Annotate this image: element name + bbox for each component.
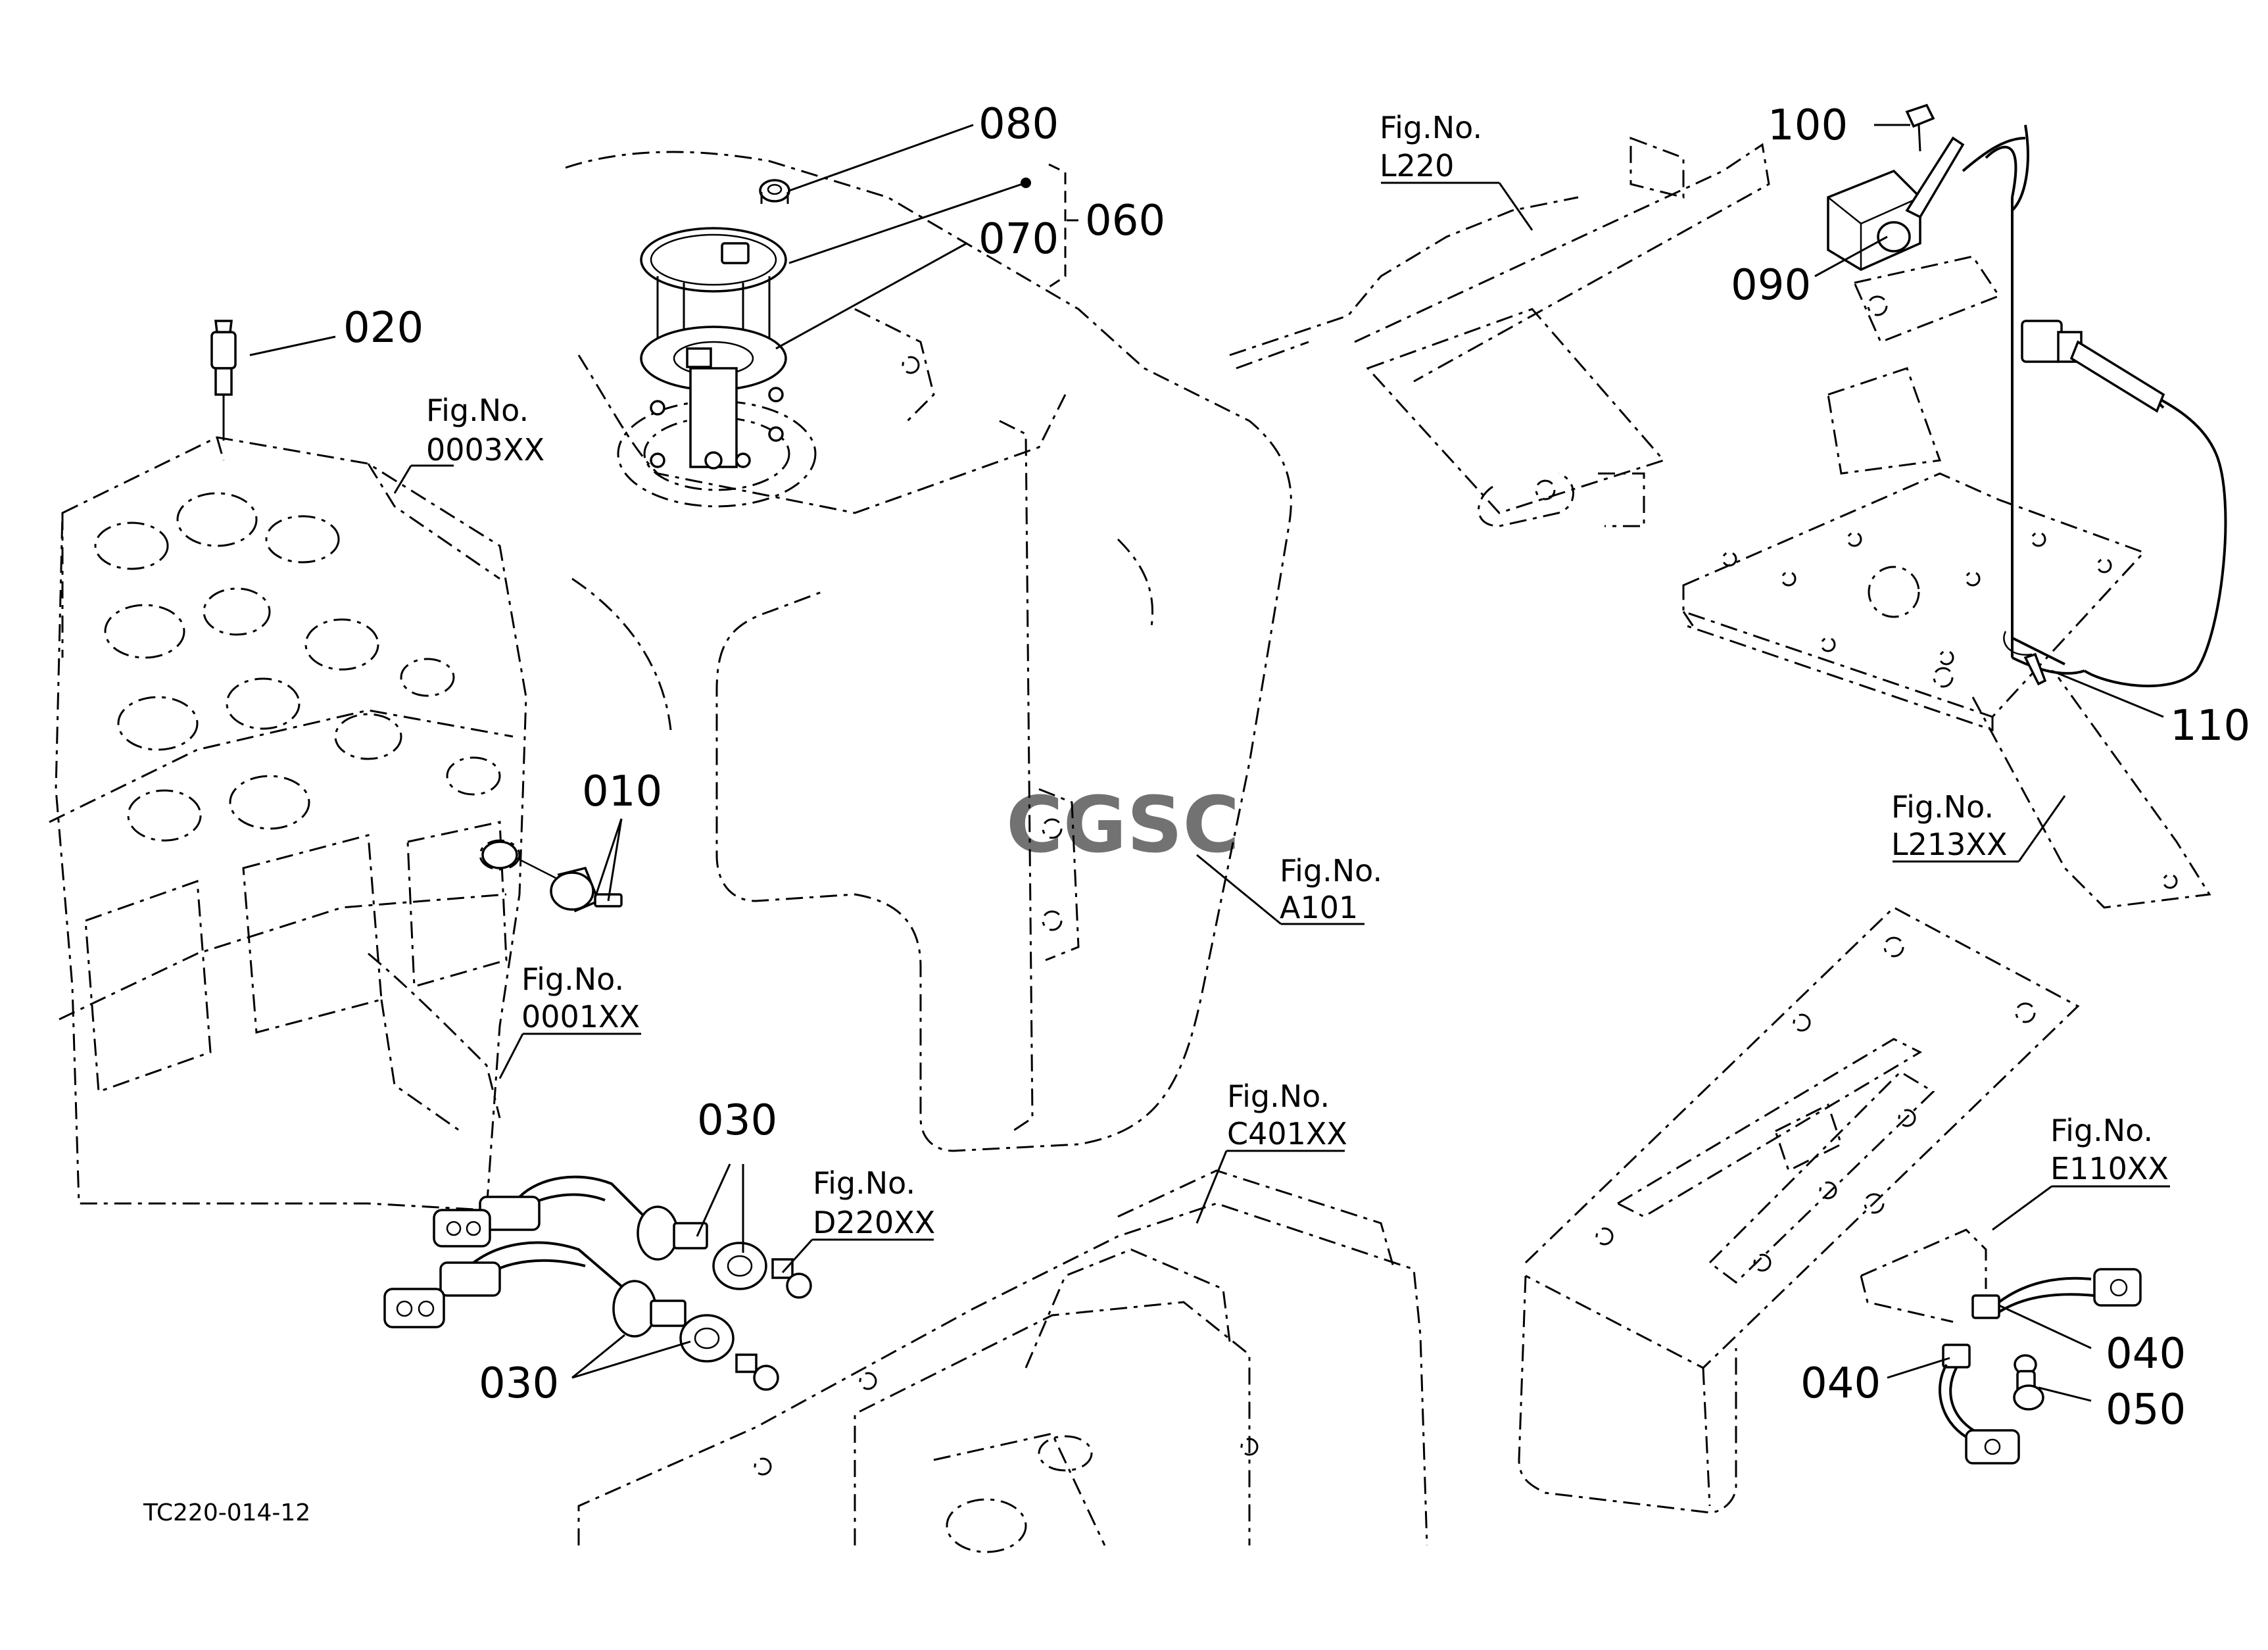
callout-080: 080 [978,100,1059,149]
diagram-code: TC220-014-12 [143,1499,310,1526]
callout-010: 010 [582,767,662,816]
fig-ref-prefix: Fig.No. [813,1165,915,1201]
fig-ref-number[interactable]: 0001XX [521,999,640,1034]
fig-ref-number[interactable]: L220 [1380,148,1454,183]
fig-ref-number[interactable]: 0003XX [426,432,544,468]
fuel-tank-drawing [565,151,1292,1152]
fig-ref-prefix: Fig.No. [1280,853,1382,888]
callout-050: 050 [2106,1386,2186,1434]
floor-plate-drawing [1518,906,2080,1514]
callout-040-right: 040 [2106,1330,2186,1378]
fig-ref-number[interactable]: A101 [1280,890,1358,925]
watermark-logo: CGSC [1006,779,1240,870]
fig-ref-number[interactable]: D220XX [813,1205,935,1240]
fig-ref-prefix: Fig.No. [1227,1079,1330,1114]
switch-bracket-drawing [1860,1228,1987,1323]
seat-switch-harness [1962,124,2227,688]
fig-ref-a101[interactable]: Fig.No. A101 [1280,853,1382,925]
callout-110: 110 [2170,702,2250,750]
gasket-080 [759,179,790,204]
fig-ref-prefix: Fig.No. [1380,110,1482,145]
seat-switch-090 [1827,136,1965,271]
transmission-case-drawing [577,1169,1428,1553]
fig-ref-prefix: Fig.No. [2050,1113,2153,1148]
switch-050 [2013,1354,2044,1411]
callout-dot [1021,178,1031,188]
callout-090: 090 [1731,261,1811,310]
fig-ref-prefix: Fig.No. [426,393,529,428]
switch-harness-030-lower [383,1241,779,1391]
fig-ref-number[interactable]: E110XX [2050,1151,2169,1186]
seat-frame-drawing [1229,136,2211,909]
callout-070: 070 [978,215,1059,264]
callout-030-bottom: 030 [479,1359,559,1408]
watermark-text: CGSC [1006,779,1240,870]
fig-ref-l220[interactable]: Fig.No. L220 [1380,110,1482,183]
leader-lines [249,124,2170,1402]
switch-040-right [1971,1268,2142,1319]
callout-030-top: 030 [697,1096,777,1145]
fig-ref-prefix: Fig.No. [521,961,624,997]
callout-100: 100 [1768,101,1848,150]
fig-ref-prefix: Fig.No. [1891,789,1994,825]
callout-040-left: 040 [1800,1359,1881,1408]
fig-ref-c401xx[interactable]: Fig.No. C401XX [1227,1079,1347,1152]
fig-ref-0001xx[interactable]: Fig.No. 0001XX [521,961,640,1034]
fig-ref-l213xx[interactable]: Fig.No. L213XX [1891,789,2007,862]
engine-block-drawing [49,436,527,1211]
oil-pressure-switch-010 [481,840,623,913]
switch-harness-030-upper [433,1175,812,1299]
callout-060: 060 [1085,197,1165,245]
bolt-100 [1905,103,1935,152]
callout-020: 020 [343,304,423,352]
fig-ref-e110xx[interactable]: Fig.No. E110XX [2050,1113,2169,1186]
fig-ref-number[interactable]: L213XX [1891,827,2007,862]
fig-ref-number[interactable]: C401XX [1227,1116,1347,1152]
cable-tie-110 [2003,631,2065,686]
fig-ref-0003xx[interactable]: Fig.No. 0003XX [426,393,544,468]
fuel-sender-unit-070 [640,227,787,470]
temperature-sensor-020 [210,320,237,441]
fig-ref-d220xx[interactable]: Fig.No. D220XX [813,1165,935,1240]
switch-040-left [1939,1344,2020,1465]
